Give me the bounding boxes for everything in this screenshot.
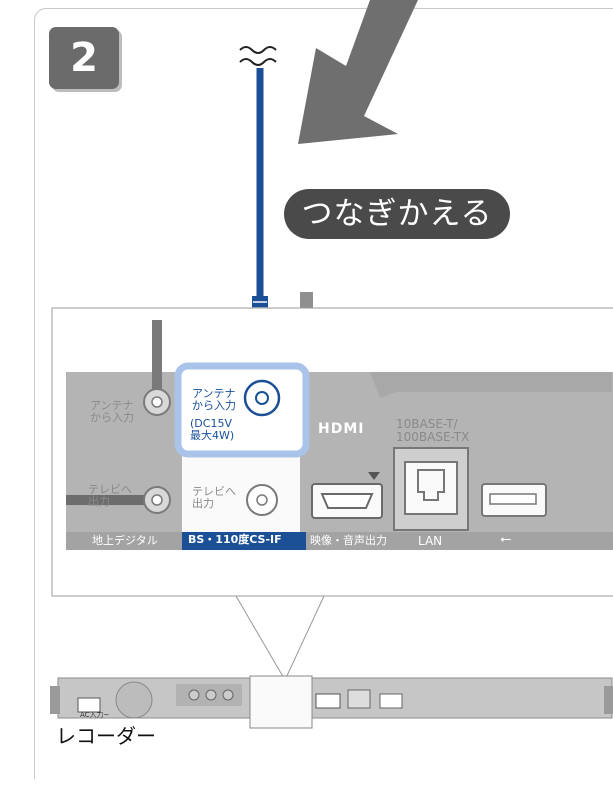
terrestrial-band-label: 地上デジタル (92, 534, 158, 547)
terrestrial-tv-out-label: テレビへ 出力 (88, 483, 132, 509)
power-spec-label: (DC15V 最大4W) (190, 417, 235, 443)
hdmi-logo: HDMI (318, 421, 365, 437)
step-number-badge: 2 (49, 27, 119, 89)
step-frame (34, 8, 613, 779)
lan-spec-label: 10BASE-T/ 100BASE-TX (396, 417, 470, 445)
old-cable (152, 320, 162, 398)
terrestrial-antenna-label: アンテナ から入力 (90, 399, 134, 425)
big-arrow-icon (298, 0, 418, 144)
cable-break-icon (239, 46, 277, 66)
lan-label: LAN (418, 534, 443, 548)
reconnect-label: つなぎかえる (284, 189, 510, 239)
bs-antenna-label: アンテナ から入力 (192, 387, 236, 413)
bs-band-label: BS・110度CS-IF (188, 533, 282, 546)
device-name: レコーダー (56, 724, 156, 748)
bs-tv-out-label: テレビへ 出力 (192, 485, 236, 511)
av-output-label: 映像・音声出力 (310, 534, 387, 547)
usb-icon: ⭠ (500, 531, 512, 547)
ac-input-label: AC入力~ (80, 711, 110, 719)
